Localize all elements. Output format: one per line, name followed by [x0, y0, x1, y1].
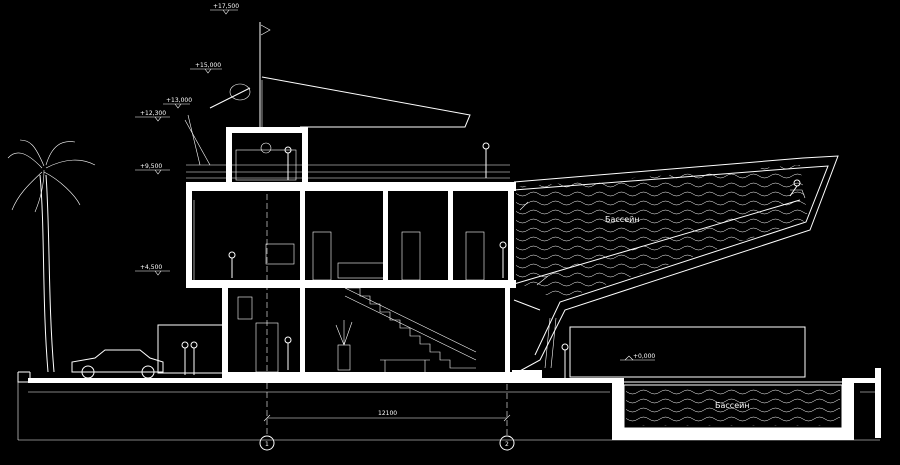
- dimension-label: 12100: [378, 410, 397, 417]
- level-13000: +13,000: [166, 97, 192, 104]
- people-figures: [181, 142, 801, 378]
- staircase: [344, 287, 477, 369]
- level-lines: [135, 9, 238, 276]
- mast: [209, 22, 471, 128]
- axis-markers: [259, 185, 515, 451]
- level-15000: +15,000: [195, 62, 221, 69]
- level-17500: +17,500: [213, 3, 239, 10]
- level-12300: +12,300: [140, 110, 166, 117]
- building-frame: [184, 114, 542, 380]
- palm-tree-icon: [7, 139, 96, 373]
- axis-1-label: 1: [265, 441, 269, 448]
- axis-2-label: 2: [505, 441, 509, 448]
- upper-pool-label: Бассейн: [605, 215, 640, 224]
- car-icon: [71, 349, 164, 379]
- lower-pool: [612, 355, 854, 440]
- lower-pool-label: Бассейн: [715, 401, 750, 410]
- dining-set: [265, 243, 430, 372]
- level-4500: +4,500: [140, 264, 162, 271]
- low-building: [157, 324, 806, 378]
- level-0000: +0,000: [633, 353, 655, 360]
- cantilever-pool: [513, 155, 839, 373]
- level-9500: +9,500: [140, 163, 162, 170]
